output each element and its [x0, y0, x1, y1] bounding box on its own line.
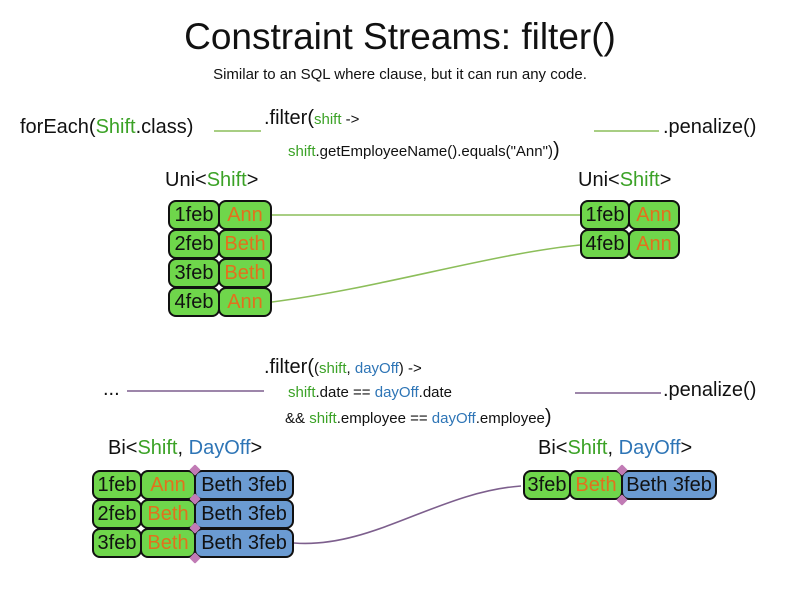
shift-employee-cell: Ann — [218, 287, 272, 317]
shift-employee-cell: Beth — [218, 258, 272, 288]
filter1-lambda-body: shift.getEmployeeName().equals("Ann")) — [288, 139, 560, 162]
shift-employee-cell: Beth — [140, 528, 196, 558]
lambda2-date-compare: .date == — [315, 384, 375, 401]
shift-date-cell: 1feb — [580, 200, 630, 230]
shift-date-cell: 1feb — [168, 200, 220, 230]
shift-row: 3feb Beth — [168, 258, 272, 288]
filter2-head: .filter((shift, dayOff) -> — [264, 356, 422, 379]
shift-employee-cell: Beth — [218, 229, 272, 259]
shift-row: 2feb Beth — [168, 229, 272, 259]
penalize2-call: .penalize() — [663, 379, 757, 401]
uni-stream-left-table: 1feb Ann 2feb Beth 3feb Beth 4feb Ann — [168, 200, 272, 317]
shift-date-cell: 4feb — [580, 229, 630, 259]
shift-date-cell: 3feb — [523, 470, 571, 500]
bi-right-type1: Shift — [567, 437, 608, 459]
lambda1-expression: .getEmployeeName().equals("Ann") — [315, 143, 553, 160]
uni-right-post: > — [659, 169, 672, 191]
uni-left-pre: Uni< — [165, 169, 207, 191]
shift-employee-cell: Ann — [628, 229, 680, 259]
filter1-param: shift — [314, 111, 342, 128]
bi-row: 3feb Beth Beth 3feb — [523, 470, 717, 500]
connector-3feb-pair — [293, 485, 522, 545]
lambda2-var1: shift — [288, 384, 316, 401]
lambda2-close-paren: ) — [544, 406, 552, 428]
lambda2-var4: dayOff — [431, 410, 476, 427]
shift-row: 4feb Ann — [168, 287, 272, 317]
filter2-open-paren: ( — [314, 360, 319, 377]
filter2-comma: , — [346, 360, 355, 377]
uni-label-left: Uni<Shift> — [165, 169, 258, 192]
shift-date-cell: 1feb — [92, 470, 142, 500]
bi-left-comma: , — [177, 437, 189, 459]
shift-date-cell: 2feb — [92, 499, 142, 529]
dayoff-pair-cell: Beth 3feb — [194, 470, 294, 500]
page-title: Constraint Streams: filter() — [184, 16, 616, 57]
bi-right-post: > — [680, 437, 693, 459]
filter2-param2: dayOff — [354, 360, 399, 377]
foreach-expression: forEach(Shift.class) — [20, 116, 193, 139]
lambda2-employee-compare: .employee == — [336, 410, 432, 427]
connector-4feb-ann — [271, 244, 581, 303]
penalize1-call: .penalize() — [663, 116, 757, 138]
lambda2-var3: shift — [309, 410, 337, 427]
shift-employee-cell: Beth — [569, 470, 623, 500]
bi-left-type1: Shift — [137, 437, 178, 459]
filter1-call: .filter( — [264, 107, 314, 129]
dayoff-pair-cell: Beth 3feb — [194, 528, 294, 558]
filter2-param1: shift — [319, 360, 347, 377]
bi-label-left: Bi<Shift, DayOff> — [108, 437, 262, 460]
uni-left-post: > — [246, 169, 259, 191]
shift-date-cell: 4feb — [168, 287, 220, 317]
shift-date-cell: 3feb — [92, 528, 142, 558]
foreach-type-arg: Shift — [95, 116, 136, 138]
bi-label-right: Bi<Shift, DayOff> — [538, 437, 692, 460]
lambda2-and-operator: && — [285, 410, 310, 427]
source-ellipsis: ... — [103, 378, 120, 400]
shift-row: 4feb Ann — [580, 229, 680, 259]
filter1-arrow: -> — [341, 111, 360, 128]
filter2-call: .filter( — [264, 356, 314, 378]
lambda2-var2: dayOff — [374, 384, 419, 401]
shift-employee-cell: Ann — [628, 200, 680, 230]
shift-date-cell: 2feb — [168, 229, 220, 259]
uni-stream-right-table: 1feb Ann 4feb Ann — [580, 200, 680, 259]
shift-row: 1feb Ann — [168, 200, 272, 230]
lambda2-employee-suffix: .employee — [475, 410, 545, 427]
foreach-class-suffix: .class) — [135, 116, 194, 138]
filter2-body-line1: shift.date == dayOff.date — [288, 384, 452, 402]
uni-label-right: Uni<Shift> — [578, 169, 671, 192]
shift-date-cell: 3feb — [168, 258, 220, 288]
shift-employee-cell: Beth — [140, 499, 196, 529]
lambda2-date-suffix: .date — [418, 384, 453, 401]
uni-right-pre: Uni< — [578, 169, 620, 191]
bi-stream-right-table: 3feb Beth Beth 3feb — [523, 470, 717, 500]
bi-left-post: > — [250, 437, 263, 459]
bi-right-comma: , — [607, 437, 619, 459]
foreach-call: forEach( — [20, 116, 96, 138]
page-subtitle: Similar to an SQL where clause, but it c… — [213, 66, 587, 83]
bi-right-pre: Bi< — [538, 437, 568, 459]
dayoff-pair-cell: Beth 3feb — [621, 470, 717, 500]
filter2-body-line2: && shift.employee == dayOff.employee) — [285, 406, 552, 429]
bi-left-type2: DayOff — [188, 437, 251, 459]
shift-employee-cell: Ann — [140, 470, 196, 500]
uni-right-type: Shift — [619, 169, 660, 191]
bi-right-type2: DayOff — [618, 437, 681, 459]
lambda1-close-paren: ) — [552, 139, 560, 161]
shift-row: 1feb Ann — [580, 200, 680, 230]
uni-left-type: Shift — [206, 169, 247, 191]
bi-stream-left-table: 1feb Ann Beth 3feb 2feb Beth Beth 3feb 3… — [92, 470, 294, 558]
bi-row: 3feb Beth Beth 3feb — [92, 528, 294, 558]
filter1-head: .filter(shift -> — [264, 107, 359, 130]
shift-employee-cell: Ann — [218, 200, 272, 230]
dayoff-pair-cell: Beth 3feb — [194, 499, 294, 529]
lambda1-var: shift — [288, 143, 316, 160]
filter2-arrow: ) -> — [398, 360, 422, 377]
bi-left-pre: Bi< — [108, 437, 138, 459]
